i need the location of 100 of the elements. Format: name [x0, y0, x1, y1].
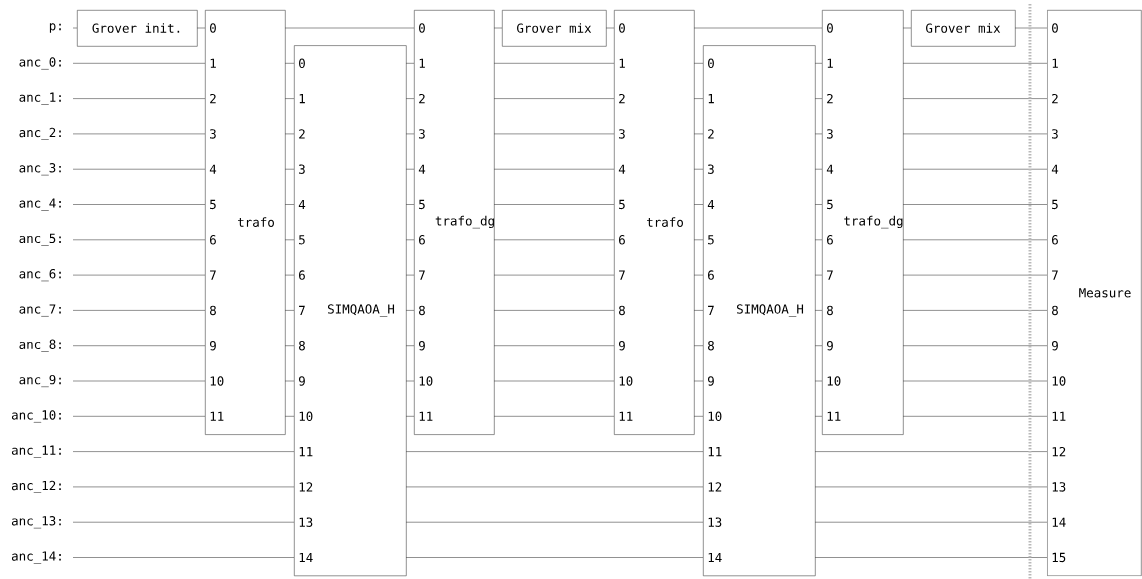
gate-name: Measure	[1079, 288, 1131, 298]
wire	[72, 345, 206, 346]
pin-number: 12	[1052, 446, 1066, 457]
pin-number: 12	[708, 482, 722, 492]
wire-label: p:	[49, 23, 61, 33]
pin-number: 6	[419, 235, 425, 245]
wire	[405, 168, 415, 170]
wire	[814, 274, 823, 276]
wire	[902, 168, 1048, 170]
pin-number: 2	[210, 93, 216, 104]
pin-number: 7	[619, 270, 625, 280]
wire	[284, 98, 295, 99]
wire	[902, 27, 912, 29]
pin-number: 0	[1052, 23, 1058, 33]
pin-number: 4	[1051, 164, 1059, 174]
pin-number: 13	[299, 517, 313, 527]
wire	[693, 168, 704, 170]
pin-number: 11	[619, 411, 633, 421]
wire	[72, 486, 295, 488]
wire	[72, 416, 206, 417]
wire	[72, 133, 206, 135]
wire	[902, 310, 1048, 311]
wire	[493, 310, 615, 311]
gate-box	[294, 45, 407, 577]
pin-number: 0	[708, 58, 714, 69]
gate-box	[77, 10, 198, 47]
pin-number: 4	[707, 199, 715, 210]
pin-number: 6	[1052, 235, 1058, 245]
pin-number: 6	[827, 235, 833, 245]
wire	[284, 63, 295, 64]
pin-number: 1	[708, 94, 714, 104]
wire	[72, 380, 206, 382]
gate-name: trafo	[238, 217, 274, 227]
pin-number: 14	[1052, 517, 1066, 527]
wire-label: anc_10:	[11, 410, 61, 423]
wire	[902, 380, 1048, 382]
pin-number: 10	[708, 411, 722, 422]
gate-name: Grover mix	[517, 23, 592, 33]
wire	[405, 345, 415, 346]
wire	[284, 133, 295, 135]
wire	[284, 204, 295, 205]
pin-number: 3	[619, 129, 625, 139]
wire	[284, 380, 295, 382]
pin-number: 8	[419, 305, 425, 316]
wire	[493, 239, 615, 241]
pin-number: 12	[299, 482, 313, 492]
pin-number: 11	[708, 447, 722, 457]
pin-number: 6	[708, 270, 714, 280]
wire	[814, 239, 823, 241]
gate-box	[911, 10, 1016, 47]
gate-name: trafo_dg	[844, 215, 903, 229]
pin-number: 3	[1052, 129, 1058, 139]
pin-number: 11	[419, 411, 433, 421]
wire	[405, 451, 704, 452]
wire	[493, 63, 615, 64]
wire	[405, 486, 704, 488]
wire	[405, 416, 415, 417]
pin-number: 9	[1052, 340, 1058, 351]
pin-number: 4	[618, 164, 626, 174]
wire	[72, 239, 206, 241]
pin-number: 7	[708, 305, 714, 315]
wire-label: anc_14:	[11, 551, 61, 564]
pin-number: 9	[299, 376, 305, 386]
wire	[72, 310, 206, 311]
pin-number: 1	[419, 58, 425, 68]
gate-box	[614, 10, 695, 435]
pin-number: 0	[210, 23, 216, 33]
wire-label: anc_6:	[19, 269, 61, 282]
pin-number: 9	[827, 340, 833, 351]
wire	[72, 204, 206, 205]
wire-label: anc_9:	[19, 374, 61, 388]
pin-number: 2	[619, 93, 625, 104]
pin-number: 7	[1052, 270, 1058, 280]
wire	[814, 380, 823, 382]
wire	[814, 345, 823, 346]
pin-number: 7	[827, 270, 833, 280]
wire	[493, 98, 615, 99]
pin-number: 8	[708, 340, 714, 351]
pin-number: 0	[619, 23, 625, 33]
wire	[72, 27, 78, 29]
gate-box	[414, 10, 495, 435]
pin-number: 10	[619, 376, 633, 386]
pin-number: 3	[419, 129, 425, 139]
wire	[405, 274, 415, 276]
gate-box	[822, 10, 904, 435]
gate-name: Grover init.	[92, 23, 180, 33]
wire-label: anc_11:	[11, 445, 61, 458]
wire	[814, 310, 823, 311]
gate-box	[703, 45, 816, 577]
pin-number: 6	[299, 270, 305, 280]
wire	[493, 345, 615, 346]
wire	[284, 239, 295, 241]
pin-number: 11	[1052, 411, 1066, 421]
pin-number: 3	[708, 164, 714, 174]
wire	[693, 380, 704, 382]
wire	[902, 98, 1048, 99]
pin-number: 5	[708, 235, 714, 245]
wire	[693, 63, 704, 64]
wire	[693, 98, 704, 99]
pin-number: 5	[210, 199, 216, 210]
